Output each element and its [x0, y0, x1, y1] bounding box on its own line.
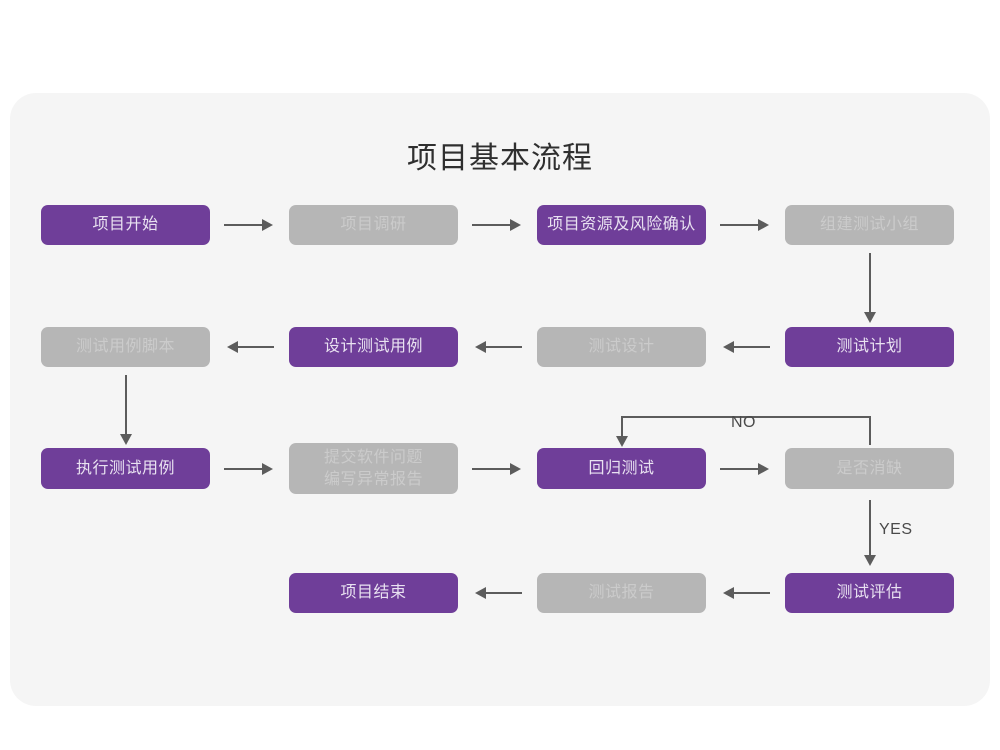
- arrow-line-n2-n3: [472, 224, 512, 226]
- node-label: 执行测试用例: [75, 459, 175, 477]
- arrow-line-n14-n15: [484, 592, 522, 594]
- arrow-head-n1-n2: [262, 219, 273, 231]
- page-title: 项目基本流程: [407, 142, 593, 175]
- arrow-head-n14-n15: [475, 587, 486, 599]
- arrow-line-n8-n9: [125, 375, 127, 437]
- arrow-head-n11-n12: [758, 463, 769, 475]
- node-label: 项目调研: [340, 216, 407, 233]
- arrow-line-n6-n7: [484, 346, 522, 348]
- arrow-head-n3-n4: [758, 219, 769, 231]
- node-submit-issue-report[interactable]: 提交软件问题 编写异常报告: [289, 443, 458, 494]
- node-defect-resolved-decision[interactable]: 是否消缺: [785, 448, 954, 489]
- node-project-end[interactable]: 项目结束: [289, 573, 458, 613]
- arrow-head-n7-n8: [227, 341, 238, 353]
- node-label: 项目结束: [340, 584, 407, 601]
- no-loop-left-vertical: [621, 416, 623, 440]
- node-label: 是否消缺: [836, 459, 903, 477]
- edge-label-yes: YES: [879, 521, 913, 538]
- no-loop-right-vertical: [869, 416, 871, 445]
- edge-label-no: NO: [731, 414, 756, 431]
- node-test-case-script[interactable]: 测试用例脚本: [41, 327, 210, 367]
- arrow-line-n13-n14: [732, 592, 770, 594]
- node-execute-test-cases[interactable]: 执行测试用例: [41, 448, 210, 489]
- node-label: 测试设计: [588, 338, 655, 355]
- arrow-head-n5-n6: [723, 341, 734, 353]
- yes-arrow-line: [869, 500, 871, 558]
- yes-arrow-head: [864, 555, 876, 566]
- arrow-line-n7-n8: [236, 346, 274, 348]
- node-label-line2: 编写异常报告: [323, 470, 423, 488]
- arrow-head-n4-n5: [864, 312, 876, 323]
- arrow-head-n13-n14: [723, 587, 734, 599]
- node-resource-risk-confirm[interactable]: 项目资源及风险确认: [537, 205, 706, 245]
- diagram-canvas: [10, 93, 990, 706]
- node-label: 测试评估: [836, 584, 903, 601]
- arrow-head-n6-n7: [475, 341, 486, 353]
- node-project-research[interactable]: 项目调研: [289, 205, 458, 245]
- arrow-line-n1-n2: [224, 224, 264, 226]
- arrow-head-n9-n10: [262, 463, 273, 475]
- node-label: 项目资源及风险确认: [547, 216, 696, 233]
- arrow-head-n10-n11: [510, 463, 521, 475]
- node-label: 组建测试小组: [819, 216, 919, 233]
- no-loop-horizontal: [621, 416, 870, 418]
- node-label: 测试报告: [588, 584, 655, 601]
- arrow-line-n5-n6: [732, 346, 770, 348]
- node-label: 测试用例脚本: [75, 338, 175, 355]
- node-project-start[interactable]: 项目开始: [41, 205, 210, 245]
- no-loop-arrow-head: [616, 436, 628, 447]
- node-build-test-team[interactable]: 组建测试小组: [785, 205, 954, 245]
- arrow-line-n11-n12: [720, 468, 760, 470]
- arrow-head-n8-n9: [120, 434, 132, 445]
- node-test-evaluation[interactable]: 测试评估: [785, 573, 954, 613]
- node-label: 项目开始: [92, 216, 159, 233]
- node-design-test-cases[interactable]: 设计测试用例: [289, 327, 458, 367]
- node-test-design[interactable]: 测试设计: [537, 327, 706, 367]
- arrow-head-n2-n3: [510, 219, 521, 231]
- node-label: 测试计划: [836, 338, 903, 355]
- arrow-line-n10-n11: [472, 468, 512, 470]
- node-label: 设计测试用例: [323, 338, 423, 355]
- node-label-line1: 提交软件问题: [323, 448, 423, 466]
- arrow-line-n3-n4: [720, 224, 760, 226]
- node-test-plan[interactable]: 测试计划: [785, 327, 954, 367]
- arrow-line-n9-n10: [224, 468, 264, 470]
- node-regression-test[interactable]: 回归测试: [537, 448, 706, 489]
- arrow-line-n4-n5: [869, 253, 871, 315]
- node-label: 回归测试: [588, 459, 655, 477]
- node-test-report[interactable]: 测试报告: [537, 573, 706, 613]
